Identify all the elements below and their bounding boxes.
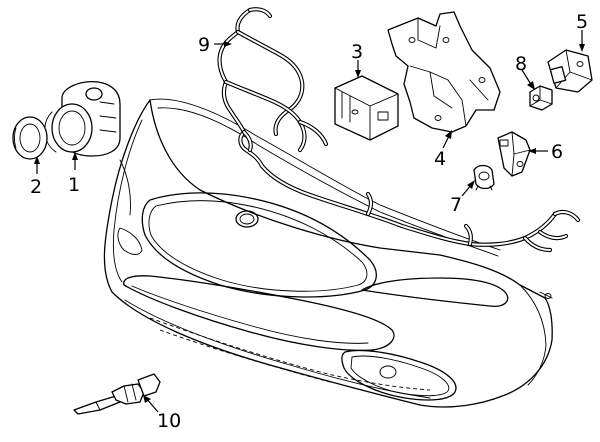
callout-4: 4 xyxy=(434,148,446,170)
mounting-bracket xyxy=(387,11,501,133)
leader-lines xyxy=(34,30,585,413)
control-module xyxy=(334,75,399,141)
callout-6: 6 xyxy=(551,141,563,163)
callout-10: 10 xyxy=(157,410,181,432)
bumper-cover xyxy=(103,98,553,408)
sensor-bracket xyxy=(497,131,531,177)
callout-8: 8 xyxy=(515,53,527,75)
push-in-fastener xyxy=(73,373,161,415)
callout-labels: 1 2 3 4 5 6 7 8 9 10 xyxy=(30,11,588,432)
park-assist-sensor xyxy=(44,81,121,157)
callout-5: 5 xyxy=(576,11,588,33)
radar-sensor xyxy=(547,49,593,93)
callout-1: 1 xyxy=(68,174,80,196)
callout-2: 2 xyxy=(30,176,42,198)
sensor-bezel-ring xyxy=(12,116,48,160)
callout-3: 3 xyxy=(351,41,363,63)
callout-9: 9 xyxy=(198,34,210,56)
wiring-harness xyxy=(217,7,581,253)
callout-7: 7 xyxy=(450,194,462,216)
sensor-retainer xyxy=(473,164,495,191)
camera-sensor xyxy=(529,85,553,111)
